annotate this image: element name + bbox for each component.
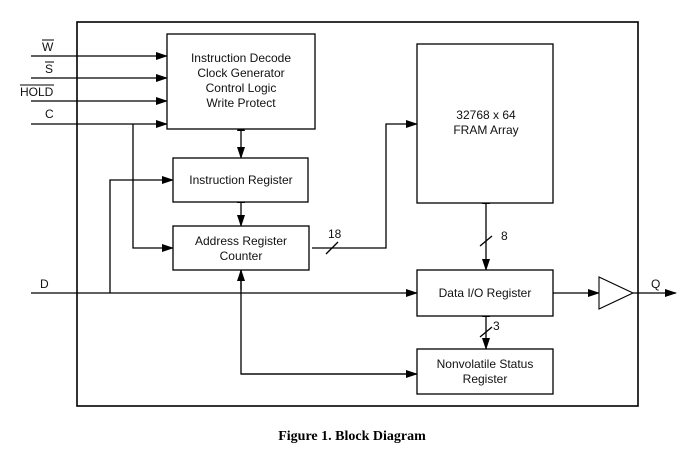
control-line-3: Control Logic: [206, 81, 277, 95]
bus-slash-18: [325, 241, 339, 255]
signal-w-label: W: [42, 40, 54, 54]
instruction-register-block: [172, 157, 309, 203]
instruction-register-label: Instruction Register: [189, 173, 292, 187]
c-to-address-line: [132, 124, 174, 252]
control-line-1: Instruction Decode: [191, 51, 291, 65]
d-to-instruction-line: [109, 176, 174, 293]
chip-boundary: [76, 21, 639, 407]
signal-d-label: D: [40, 277, 49, 291]
output-buffer-icon: [598, 276, 635, 310]
data-io-register-block: [416, 269, 554, 317]
signal-hold-label: HOLD: [20, 85, 54, 99]
control-line-4: Write Protect: [206, 96, 276, 110]
fram-array-line-2: FRAM Array: [453, 123, 518, 137]
control-line-2: Clock Generator: [197, 66, 284, 80]
bus-slash-3: [479, 326, 493, 338]
address-register-block: [172, 225, 310, 271]
signal-c-label: C: [45, 107, 54, 121]
figure-caption: Figure 1. Block Diagram: [278, 429, 426, 444]
address-to-array-bus: [312, 120, 418, 249]
bus-width-18-label: 18: [328, 227, 342, 241]
signal-s-label: S: [45, 62, 53, 76]
status-register-line-1: Nonvolatile Status: [437, 357, 534, 371]
status-register-block: [416, 348, 554, 395]
control-logic-block: [166, 33, 316, 130]
fram-array-block: [416, 43, 554, 204]
data-io-register-label: Data I/O Register: [439, 286, 532, 300]
signal-q-label: Q: [651, 277, 660, 291]
address-register-line-2: Counter: [220, 249, 263, 263]
fram-array-line-1: 32768 x 64: [456, 108, 516, 122]
address-register-line-1: Address Register: [195, 234, 287, 248]
status-feedback-line: [240, 270, 417, 375]
bus-slash-8: [479, 235, 493, 247]
bus-width-3-label: 3: [493, 319, 500, 333]
bus-width-8-label: 8: [501, 229, 508, 243]
status-register-line-2: Register: [463, 372, 508, 386]
